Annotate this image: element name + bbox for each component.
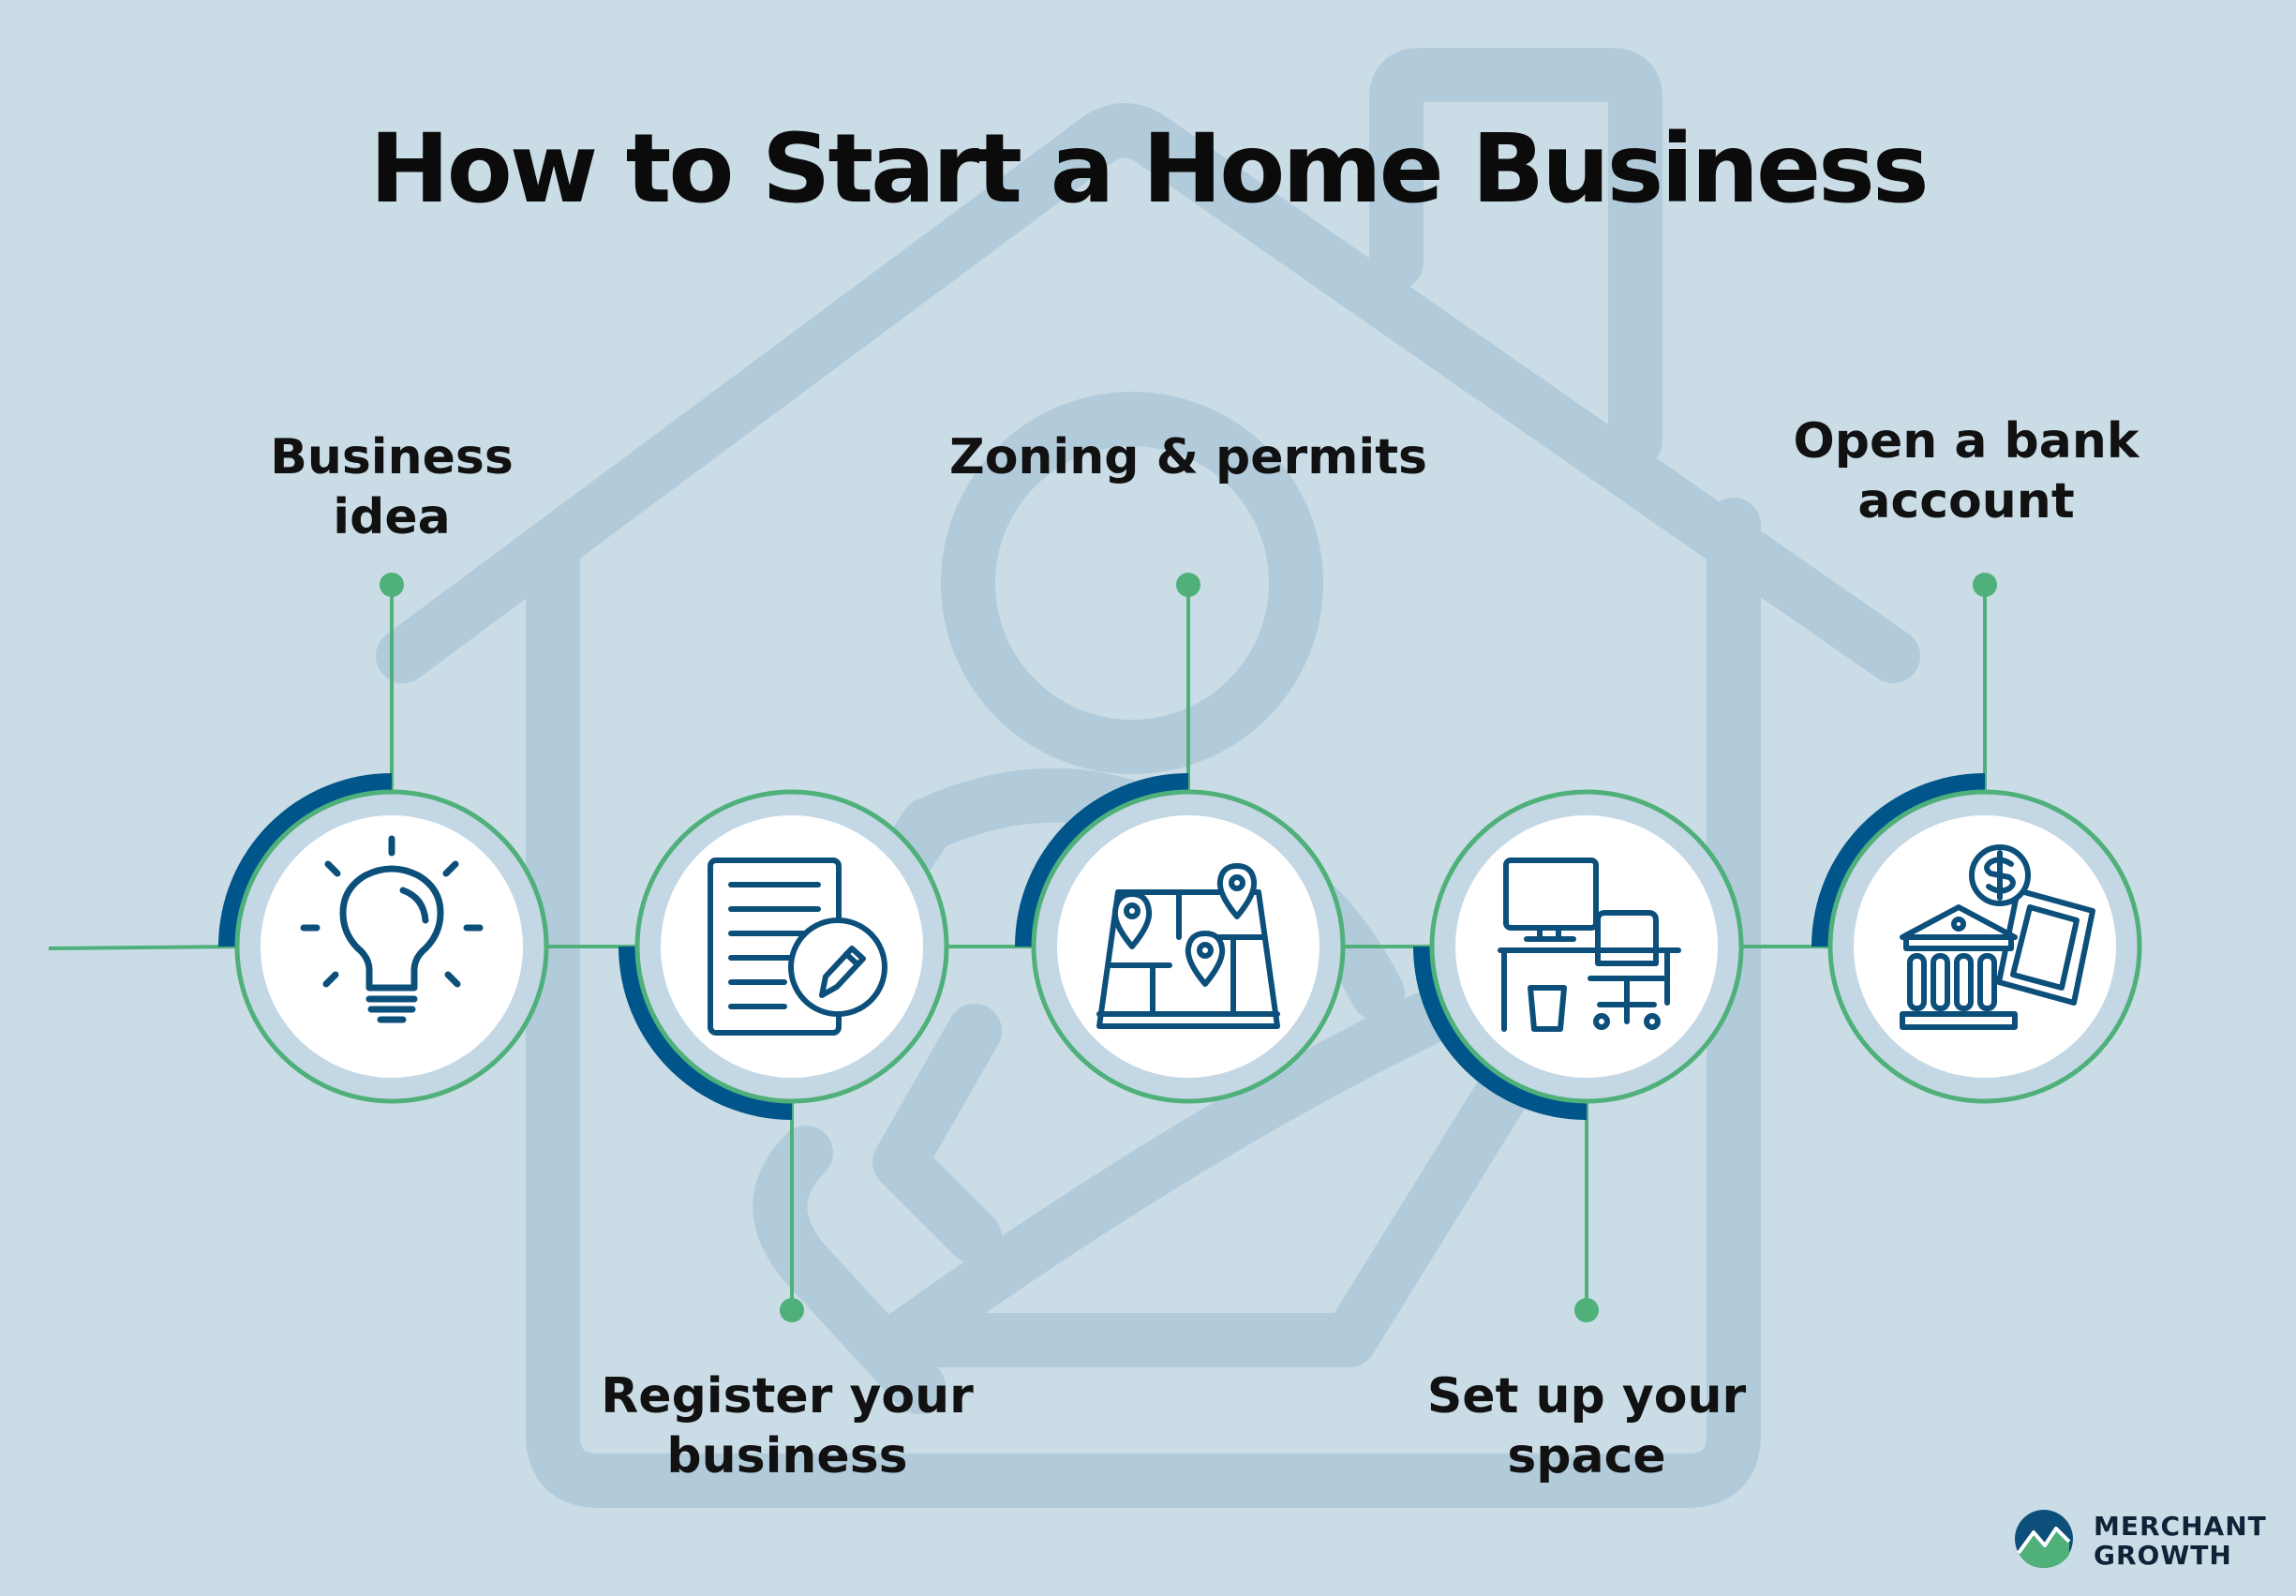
document-pen-icon	[708, 858, 887, 1036]
step-label-zoning-permits: Zoning & permits	[945, 427, 1432, 487]
step-node-set-up-space	[1413, 789, 1744, 1120]
step-label-line: Open a bank	[1793, 413, 2139, 470]
step-label-line: space	[1507, 1428, 1666, 1484]
step-label-line: account	[1857, 473, 2075, 530]
bank-money-icon	[1900, 844, 2095, 1030]
map-pins-icon	[1096, 863, 1280, 1029]
house-watermark-icon	[376, 48, 1920, 1508]
step-label-business-idea: Business idea	[148, 427, 635, 547]
step-label-set-up-space: Set up your space	[1343, 1366, 1830, 1486]
leader-dots	[380, 573, 1997, 1322]
merchant-growth-logo: MERCHANT GROWTH	[2013, 1508, 2266, 1574]
step-label-line: Register your	[601, 1368, 974, 1424]
step-node-business-idea	[218, 773, 549, 1104]
step-label-line: Business	[270, 429, 514, 485]
step-label-register-business: Register your business	[544, 1366, 1031, 1486]
logo-line: MERCHANT	[2094, 1511, 2267, 1542]
lightbulb-icon	[300, 835, 484, 1023]
step-label-line: Set up your	[1426, 1368, 1747, 1424]
logo-line: GROWTH	[2094, 1540, 2232, 1571]
merchant-growth-logo-icon	[2015, 1510, 2073, 1568]
page-title: How to Start a Home Business	[369, 113, 1929, 225]
step-label-open-bank-account: Open a bank account	[1722, 411, 2210, 531]
desk-workspace-icon	[1498, 858, 1681, 1032]
step-label-line: business	[666, 1428, 908, 1484]
step-label-line: Zoning & permits	[948, 429, 1428, 485]
step-label-line: idea	[333, 489, 451, 545]
logo-wordmark: MERCHANT GROWTH	[2094, 1512, 2267, 1570]
